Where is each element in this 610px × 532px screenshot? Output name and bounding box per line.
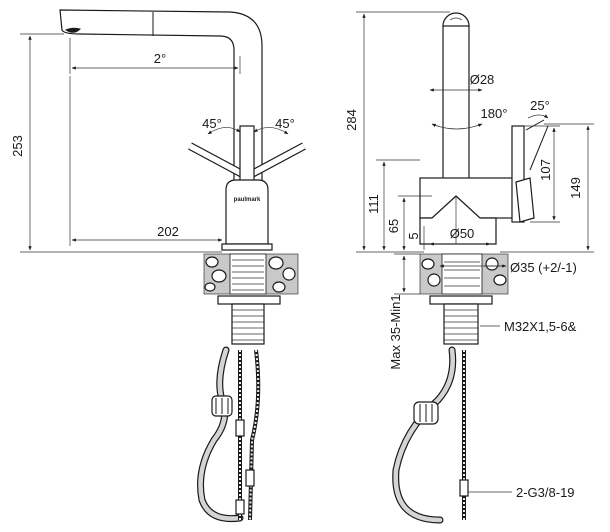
left-levers bbox=[188, 125, 306, 189]
left-hoses bbox=[197, 346, 261, 523]
dim-body-diameter: Ø28 bbox=[470, 72, 495, 87]
dim-base-height: 65 bbox=[386, 219, 401, 233]
dim-base-diameter: Ø50 bbox=[450, 226, 475, 241]
right-mounting bbox=[429, 295, 493, 345]
brand-logo-text: paulmark bbox=[234, 197, 261, 203]
right-hoses bbox=[392, 346, 469, 524]
dim-lever-height: 107 bbox=[538, 159, 553, 181]
dim-spout-reach: 2° bbox=[154, 51, 166, 66]
left-mounting bbox=[217, 295, 281, 345]
dim-counter-thickness: Max 35-Min1 bbox=[388, 294, 403, 369]
right-view: 284 Ø28 180° 25° 107 149 111 bbox=[344, 11, 594, 524]
right-dimensions: 284 Ø28 180° 25° 107 149 111 bbox=[344, 11, 594, 500]
right-body bbox=[419, 119, 549, 245]
dim-lever-tilt: 25° bbox=[530, 98, 550, 113]
left-counter bbox=[203, 253, 299, 295]
dim-overall-height: 284 bbox=[344, 109, 359, 131]
left-view: paulmark bbox=[10, 9, 306, 523]
dim-thread: M32X1,5-6& bbox=[504, 319, 577, 334]
dim-base-reach: 202 bbox=[157, 224, 179, 239]
dim-connection: 2-G3/8-19 bbox=[516, 485, 575, 500]
right-counter bbox=[419, 253, 509, 295]
dim-hole-diameter: Ø35 (+2/-1) bbox=[510, 260, 577, 275]
dim-lever-top-height: 149 bbox=[568, 177, 583, 199]
dim-lever-left-angle: 45° bbox=[202, 116, 222, 131]
dim-total-height: 253 bbox=[10, 135, 25, 157]
dim-lever-right-angle: 45° bbox=[275, 116, 295, 131]
left-body: paulmark bbox=[221, 179, 273, 251]
dim-rotation: 180° bbox=[481, 106, 508, 121]
dim-base-plate: 5 bbox=[406, 232, 421, 239]
dim-body-height: 111 bbox=[366, 194, 381, 214]
right-spout bbox=[442, 12, 470, 189]
left-dimensions: 2° 253 202 45° 45° bbox=[10, 33, 295, 253]
